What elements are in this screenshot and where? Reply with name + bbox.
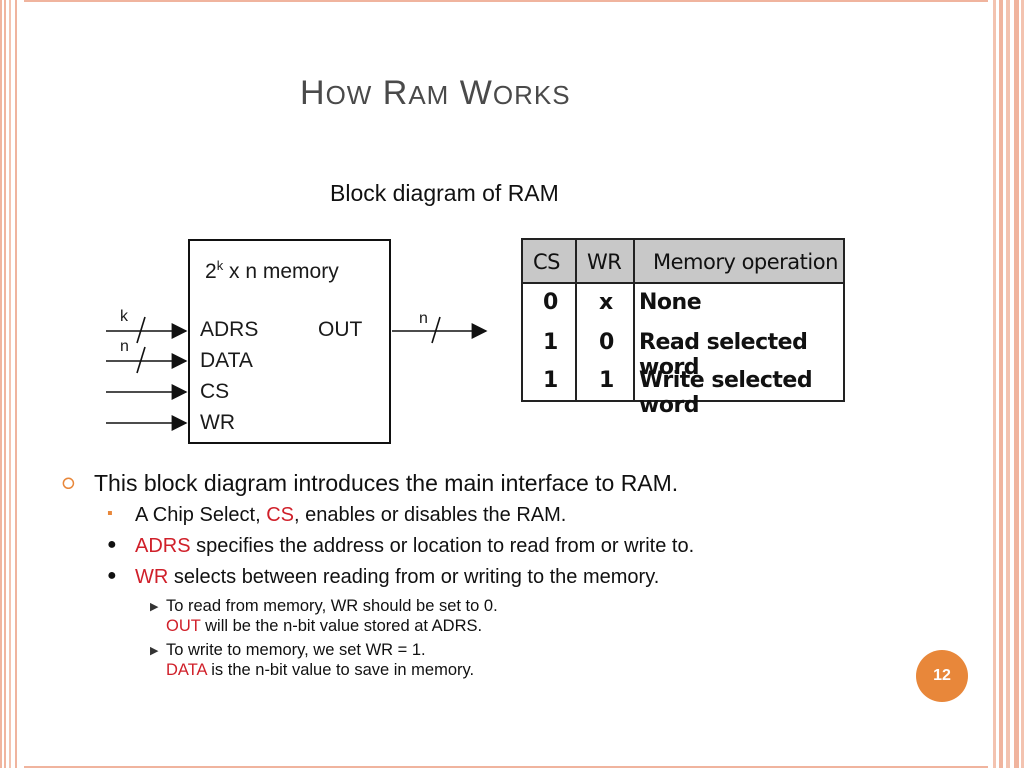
row2-wr: 0	[599, 330, 614, 355]
bottom-frame-line	[24, 766, 988, 768]
sub-bullet-cs: A Chip Select, CS, enables or disables t…	[135, 504, 566, 527]
sub-bullet-icon-1: ▪	[107, 505, 113, 522]
read-highlight: OUT	[166, 617, 201, 635]
pin-adrs: ADRS	[200, 318, 259, 341]
pin-wr: WR	[200, 411, 235, 434]
read-line-1: To read from memory, WR should be set to…	[166, 597, 498, 615]
memory-block	[188, 239, 391, 444]
page-number-badge: 12	[916, 650, 968, 702]
sub1-highlight: CS	[266, 504, 294, 526]
main-bullet-icon: ⭘	[62, 476, 75, 493]
row3-wr: 1	[599, 368, 614, 393]
sub3-highlight: WR	[135, 566, 169, 588]
title-rest-2: AM	[408, 80, 450, 110]
memory-label-base: 2	[205, 260, 217, 283]
arrow-bullet-icon-1: ▶	[150, 601, 159, 613]
write-line-2: DATA is the n-bit value to save in memor…	[166, 660, 474, 680]
sub2-post: specifies the address or location to rea…	[190, 535, 695, 557]
write-line-2-rest: is the n-bit value to save in memory.	[206, 661, 475, 679]
memory-label-rest: x n memory	[223, 260, 339, 283]
title-rest-3: ORKS	[492, 80, 571, 110]
out-bus-slash	[431, 316, 441, 344]
sub-bullet-adrs: ADRS specifies the address or location t…	[135, 535, 694, 558]
row1-wr: x	[599, 290, 613, 315]
row1-operation: None	[639, 290, 702, 315]
read-line-2: OUT will be the n-bit value stored at AD…	[166, 616, 498, 636]
main-bullet-text: This block diagram introduces the main i…	[94, 470, 679, 496]
adrs-bus-width-label: k	[120, 308, 128, 325]
adrs-bus-slash	[136, 316, 146, 344]
memory-label-exponent: k	[216, 258, 224, 273]
right-decorative-border	[990, 0, 1024, 768]
title-cap-2: R	[382, 74, 409, 112]
read-line-2-rest: will be the n-bit value stored at ADRS.	[200, 617, 483, 635]
sub-bullet-wr: WR selects between reading from or writi…	[135, 566, 659, 589]
memory-label: 2k x n memory	[205, 258, 339, 284]
top-frame-line	[24, 0, 988, 2]
arrow-bullet-icon-2: ▶	[150, 645, 159, 657]
left-decorative-border	[0, 0, 17, 768]
write-line-1: To write to memory, we set WR = 1.	[166, 641, 426, 659]
sub1-pre: A Chip Select,	[135, 504, 267, 526]
row1-cs: 0	[543, 290, 558, 315]
table-divider-1	[575, 240, 577, 400]
pin-out: OUT	[318, 318, 363, 341]
pin-cs: CS	[200, 380, 230, 403]
row3-operation: Write selected word	[639, 368, 813, 418]
sub-bullet-icon-3: ●	[107, 567, 117, 584]
pin-data: DATA	[200, 349, 253, 372]
write-highlight: DATA	[166, 661, 207, 679]
header-cs: CS	[533, 250, 561, 274]
title-cap-3: W	[459, 74, 493, 112]
sub1-post: , enables or disables the RAM.	[293, 504, 567, 526]
header-wr: WR	[587, 250, 622, 274]
diagram-caption: Block diagram of RAM	[330, 180, 559, 206]
sub-sub-bullet-write: To write to memory, we set WR = 1. DATA …	[166, 640, 474, 680]
out-bus-width-label: n	[419, 310, 428, 327]
sub-bullet-icon-2: ●	[107, 536, 117, 553]
sub-sub-bullet-read: To read from memory, WR should be set to…	[166, 596, 498, 636]
data-bus-width-label: n	[120, 338, 129, 355]
truth-table-header: CS WR Memory operation	[523, 240, 843, 284]
truth-table: CS WR Memory operation 0 x None 1 0 Read…	[521, 238, 845, 418]
row2-cs: 1	[543, 330, 558, 355]
table-divider-2	[633, 240, 635, 400]
sub2-highlight: ADRS	[135, 535, 191, 557]
row2-operation: Read selected word	[639, 330, 808, 380]
title-cap-1: H	[300, 74, 326, 112]
sub3-post: selects between reading from or writing …	[168, 566, 660, 588]
data-bus-slash	[136, 346, 146, 374]
slide-title: HOW RAM WORKS	[300, 74, 571, 113]
header-operation: Memory operation	[653, 250, 838, 274]
row3-cs: 1	[543, 368, 558, 393]
title-rest-1: OW	[325, 80, 373, 110]
